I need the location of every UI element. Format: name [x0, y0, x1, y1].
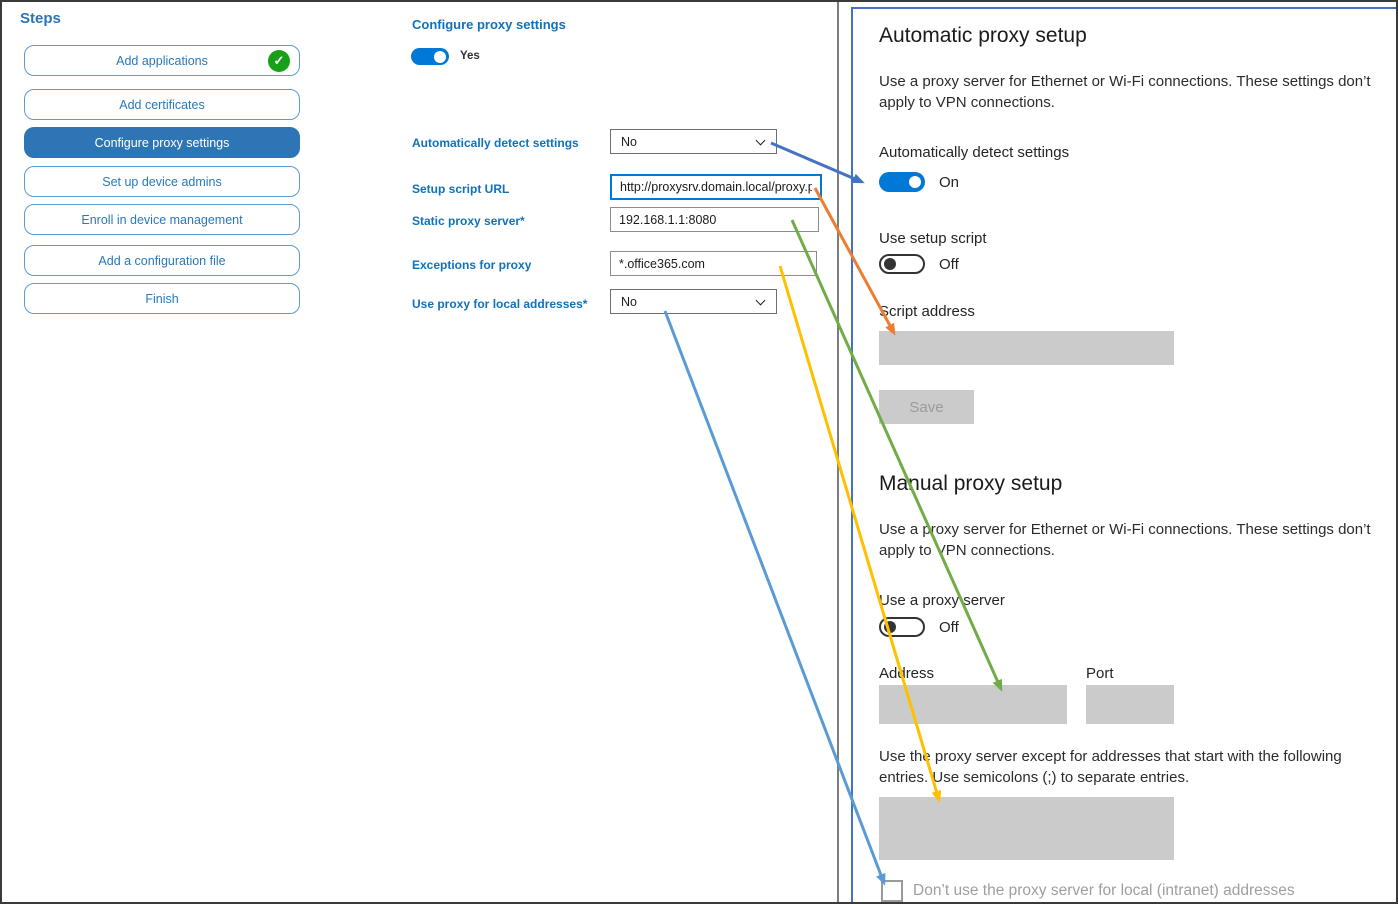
- proxy-exceptions-description: Use the proxy server except for addresse…: [879, 748, 1342, 786]
- local-addresses-checkbox[interactable]: [881, 880, 903, 902]
- script-address-input[interactable]: [879, 331, 1174, 365]
- use-proxy-local-select[interactable]: No: [610, 289, 777, 314]
- step-enroll-in-device-management[interactable]: Enroll in device management: [24, 204, 300, 235]
- configure-proxy-toggle-state: Yes: [460, 50, 480, 62]
- static-proxy-server-label: Static proxy server*: [412, 214, 525, 228]
- toggle-knob: [884, 621, 896, 633]
- setup-script-url-label: Setup script URL: [412, 182, 510, 196]
- detect-settings-label: Automatically detect settings: [879, 144, 1070, 161]
- form-title: Configure proxy settings: [412, 17, 566, 32]
- step-add-a-configuration-file[interactable]: Add a configuration file: [24, 245, 300, 276]
- toggle-knob: [884, 258, 896, 270]
- step-label: Add a configuration file: [98, 253, 226, 268]
- use-setup-script-state: Off: [939, 256, 959, 273]
- pane-divider: [837, 2, 839, 902]
- auto-detect-value: No: [621, 134, 637, 149]
- step-label: Finish: [145, 291, 179, 306]
- proxy-exceptions-textarea[interactable]: [879, 797, 1174, 860]
- manual-proxy-description: Use a proxy server for Ethernet or Wi-Fi…: [879, 521, 1371, 559]
- use-proxy-server-toggle[interactable]: [879, 617, 925, 637]
- use-proxy-server-label: Use a proxy server: [879, 592, 1005, 609]
- exceptions-for-proxy-label: Exceptions for proxy: [412, 258, 532, 272]
- script-address-label: Script address: [879, 303, 975, 320]
- chevron-down-icon: [755, 135, 766, 145]
- completed-check-icon: ✓: [268, 50, 290, 72]
- automatic-proxy-description: Use a proxy server for Ethernet or Wi-Fi…: [879, 73, 1371, 111]
- use-proxy-local-value: No: [621, 294, 637, 309]
- step-label: Set up device admins: [102, 174, 222, 189]
- step-set-up-device-admins[interactable]: Set up device admins: [24, 166, 300, 197]
- chevron-down-icon: [755, 295, 766, 305]
- static-proxy-server-input[interactable]: [610, 207, 819, 232]
- windows-proxy-settings-panel: Automatic proxy setup Use a proxy server…: [851, 7, 1396, 902]
- port-input[interactable]: [1086, 685, 1174, 724]
- local-addresses-checkbox-label: Don’t use the proxy server for local (in…: [913, 882, 1295, 899]
- save-button[interactable]: Save: [879, 390, 974, 424]
- detect-settings-state: On: [939, 174, 960, 191]
- manual-proxy-setup-heading: Manual proxy setup: [879, 472, 1063, 495]
- step-configure-proxy-settings[interactable]: Configure proxy settings: [24, 127, 300, 158]
- exceptions-for-proxy-input[interactable]: [610, 251, 817, 276]
- use-setup-script-toggle[interactable]: [879, 254, 925, 274]
- configure-proxy-toggle[interactable]: [411, 48, 449, 65]
- auto-detect-label: Automatically detect settings: [412, 136, 579, 150]
- setup-script-url-input[interactable]: [610, 174, 822, 200]
- step-label: Add applications: [116, 53, 208, 68]
- auto-detect-select[interactable]: No: [610, 129, 777, 154]
- port-label: Port: [1086, 665, 1114, 682]
- toggle-knob: [909, 176, 921, 188]
- step-add-applications[interactable]: Add applications ✓: [24, 45, 300, 76]
- toggle-knob: [434, 50, 446, 63]
- step-label: Add certificates: [119, 97, 205, 112]
- step-finish[interactable]: Finish: [24, 283, 300, 314]
- step-label: Enroll in device management: [81, 212, 243, 227]
- step-add-certificates[interactable]: Add certificates: [24, 89, 300, 120]
- address-input[interactable]: [879, 685, 1067, 724]
- steps-title: Steps: [20, 10, 61, 27]
- use-proxy-server-state: Off: [939, 619, 959, 636]
- use-setup-script-label: Use setup script: [879, 230, 987, 247]
- automatic-proxy-setup-heading: Automatic proxy setup: [879, 24, 1087, 47]
- step-label: Configure proxy settings: [94, 135, 230, 150]
- address-label: Address: [879, 665, 935, 682]
- use-proxy-local-label: Use proxy for local addresses*: [412, 297, 588, 311]
- detect-settings-toggle[interactable]: [879, 172, 925, 192]
